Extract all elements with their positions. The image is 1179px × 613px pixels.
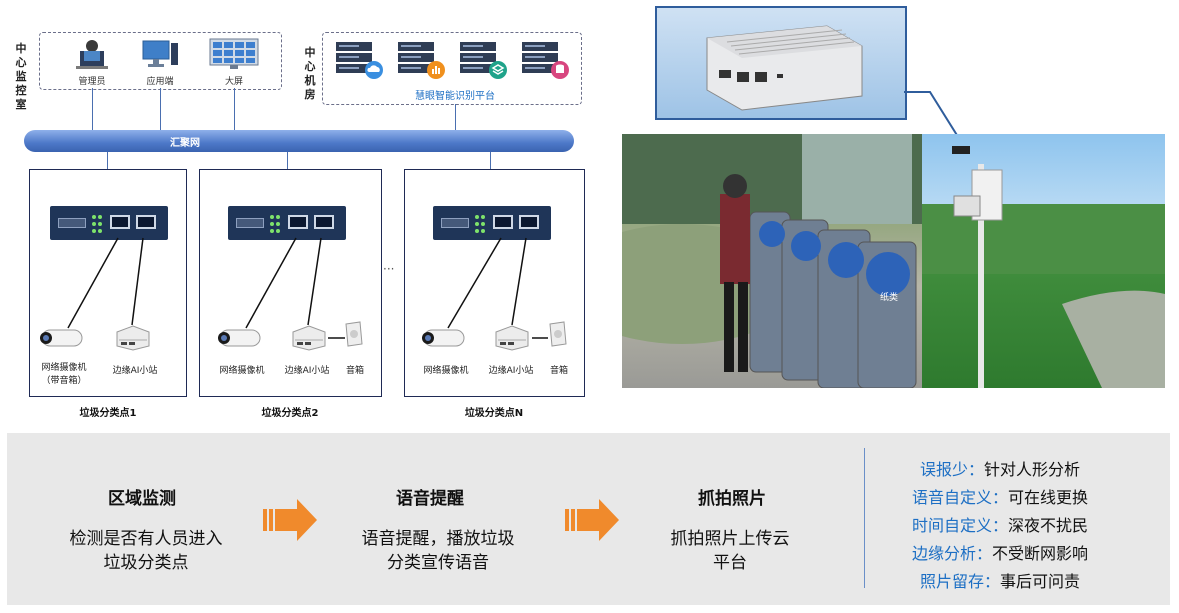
switch-2 bbox=[228, 206, 346, 240]
edge-device-photo bbox=[655, 6, 907, 120]
cables bbox=[67, 237, 548, 339]
speaker-icon bbox=[549, 321, 567, 347]
scene-photo-pole bbox=[922, 134, 1165, 388]
benefit-3: 时间自定义：深夜不扰民 bbox=[912, 516, 1089, 535]
data-center-box bbox=[322, 32, 582, 105]
ellipsis: ··· bbox=[383, 262, 395, 276]
feature-desc-3a: 抓拍照片上传云 bbox=[670, 529, 790, 549]
admin-label: 管理员 bbox=[78, 77, 106, 87]
device-label: 音箱 bbox=[549, 366, 568, 376]
server-chart-icon bbox=[398, 42, 445, 79]
link-wall bbox=[234, 88, 235, 130]
camera-icon bbox=[218, 329, 261, 347]
feature-desc-3b: 平台 bbox=[713, 553, 747, 573]
server-layers-icon bbox=[460, 42, 507, 79]
bin-label: 纸类 bbox=[880, 291, 898, 303]
big-screen-label: 大屏 bbox=[224, 77, 243, 87]
device-label: 边缘AI小站 bbox=[488, 366, 534, 376]
link-admin bbox=[92, 88, 93, 130]
point-caption-n: 垃圾分类点N bbox=[464, 408, 524, 419]
device-label: 网络摄像机 bbox=[423, 366, 469, 376]
video-wall-icon bbox=[209, 38, 259, 69]
speaker-icon bbox=[345, 321, 363, 347]
feature-title-1: 区域监测 bbox=[108, 489, 176, 509]
link-app bbox=[160, 88, 161, 130]
device-label: 网络摄像机 bbox=[41, 363, 87, 373]
feature-desc-2a: 语音提醒，播放垃圾 bbox=[361, 529, 515, 549]
feature-desc-2b: 分类宣传语音 bbox=[387, 553, 489, 573]
control-room-label: 中心监控室 bbox=[15, 42, 27, 111]
scene-photo-bins: 纸类 bbox=[562, 134, 922, 389]
data-center-label: 中心机房 bbox=[304, 46, 316, 101]
feature-title-2: 语音提醒 bbox=[396, 489, 464, 509]
device-label: 网络摄像机 bbox=[219, 366, 265, 376]
device-label: （带音箱） bbox=[41, 376, 87, 386]
device-label: 边缘AI小站 bbox=[284, 366, 330, 376]
arrow-icon bbox=[263, 499, 317, 541]
admin-computer-icon bbox=[76, 40, 108, 69]
server-database-icon bbox=[522, 42, 569, 79]
edge-ai-box-icon bbox=[292, 325, 326, 351]
platform-label: 慧眼智能识别平台 bbox=[415, 91, 495, 102]
benefit-2: 语音自定义：可在线更换 bbox=[912, 488, 1089, 507]
device-label: 边缘AI小站 bbox=[112, 366, 158, 376]
feature-desc-1b: 垃圾分类点 bbox=[103, 553, 189, 573]
device-label: 音箱 bbox=[345, 366, 364, 376]
server-cloud-icon bbox=[336, 42, 383, 79]
feature-desc-1a: 检测是否有人员进入 bbox=[69, 529, 223, 549]
desktop-computer-icon bbox=[142, 40, 178, 67]
feature-title-3: 抓拍照片 bbox=[698, 489, 766, 509]
app-terminal-label: 应用端 bbox=[146, 77, 174, 87]
switch-n bbox=[433, 206, 551, 240]
benefit-4: 边缘分析：不受断网影响 bbox=[912, 544, 1089, 563]
camera-icon bbox=[40, 329, 83, 347]
arrow-icon bbox=[565, 499, 619, 541]
network-label: 汇聚网 bbox=[170, 138, 200, 149]
benefit-1: 误报少：针对人形分析 bbox=[920, 460, 1081, 479]
camera-icon bbox=[422, 329, 465, 347]
panel-divider bbox=[864, 448, 865, 588]
edge-ai-box-icon bbox=[116, 325, 150, 351]
edge-ai-box-icon bbox=[495, 325, 529, 351]
benefit-5: 照片留存：事后可问责 bbox=[920, 572, 1081, 591]
aggregation-network-bar bbox=[24, 130, 574, 152]
switch-1 bbox=[50, 206, 168, 240]
link-platform bbox=[455, 104, 456, 130]
point-caption-1: 垃圾分类点1 bbox=[79, 408, 137, 419]
point-caption-2: 垃圾分类点2 bbox=[261, 408, 319, 419]
